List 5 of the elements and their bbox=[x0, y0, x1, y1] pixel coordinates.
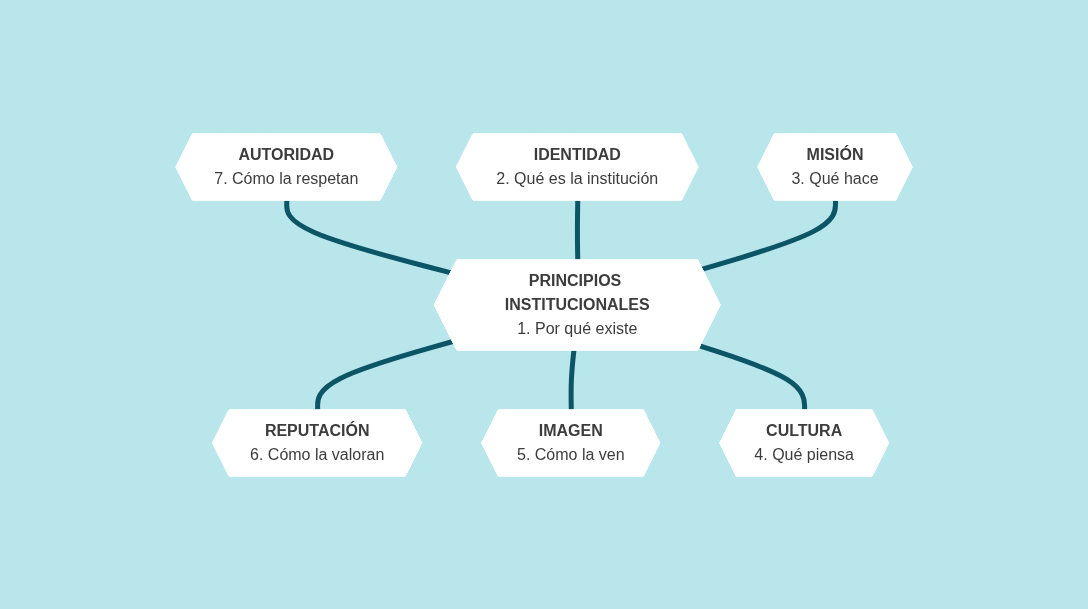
connector bbox=[315, 338, 454, 411]
connector bbox=[699, 343, 808, 411]
connector bbox=[574, 199, 581, 261]
connector bbox=[701, 199, 838, 272]
connector bbox=[568, 349, 577, 411]
